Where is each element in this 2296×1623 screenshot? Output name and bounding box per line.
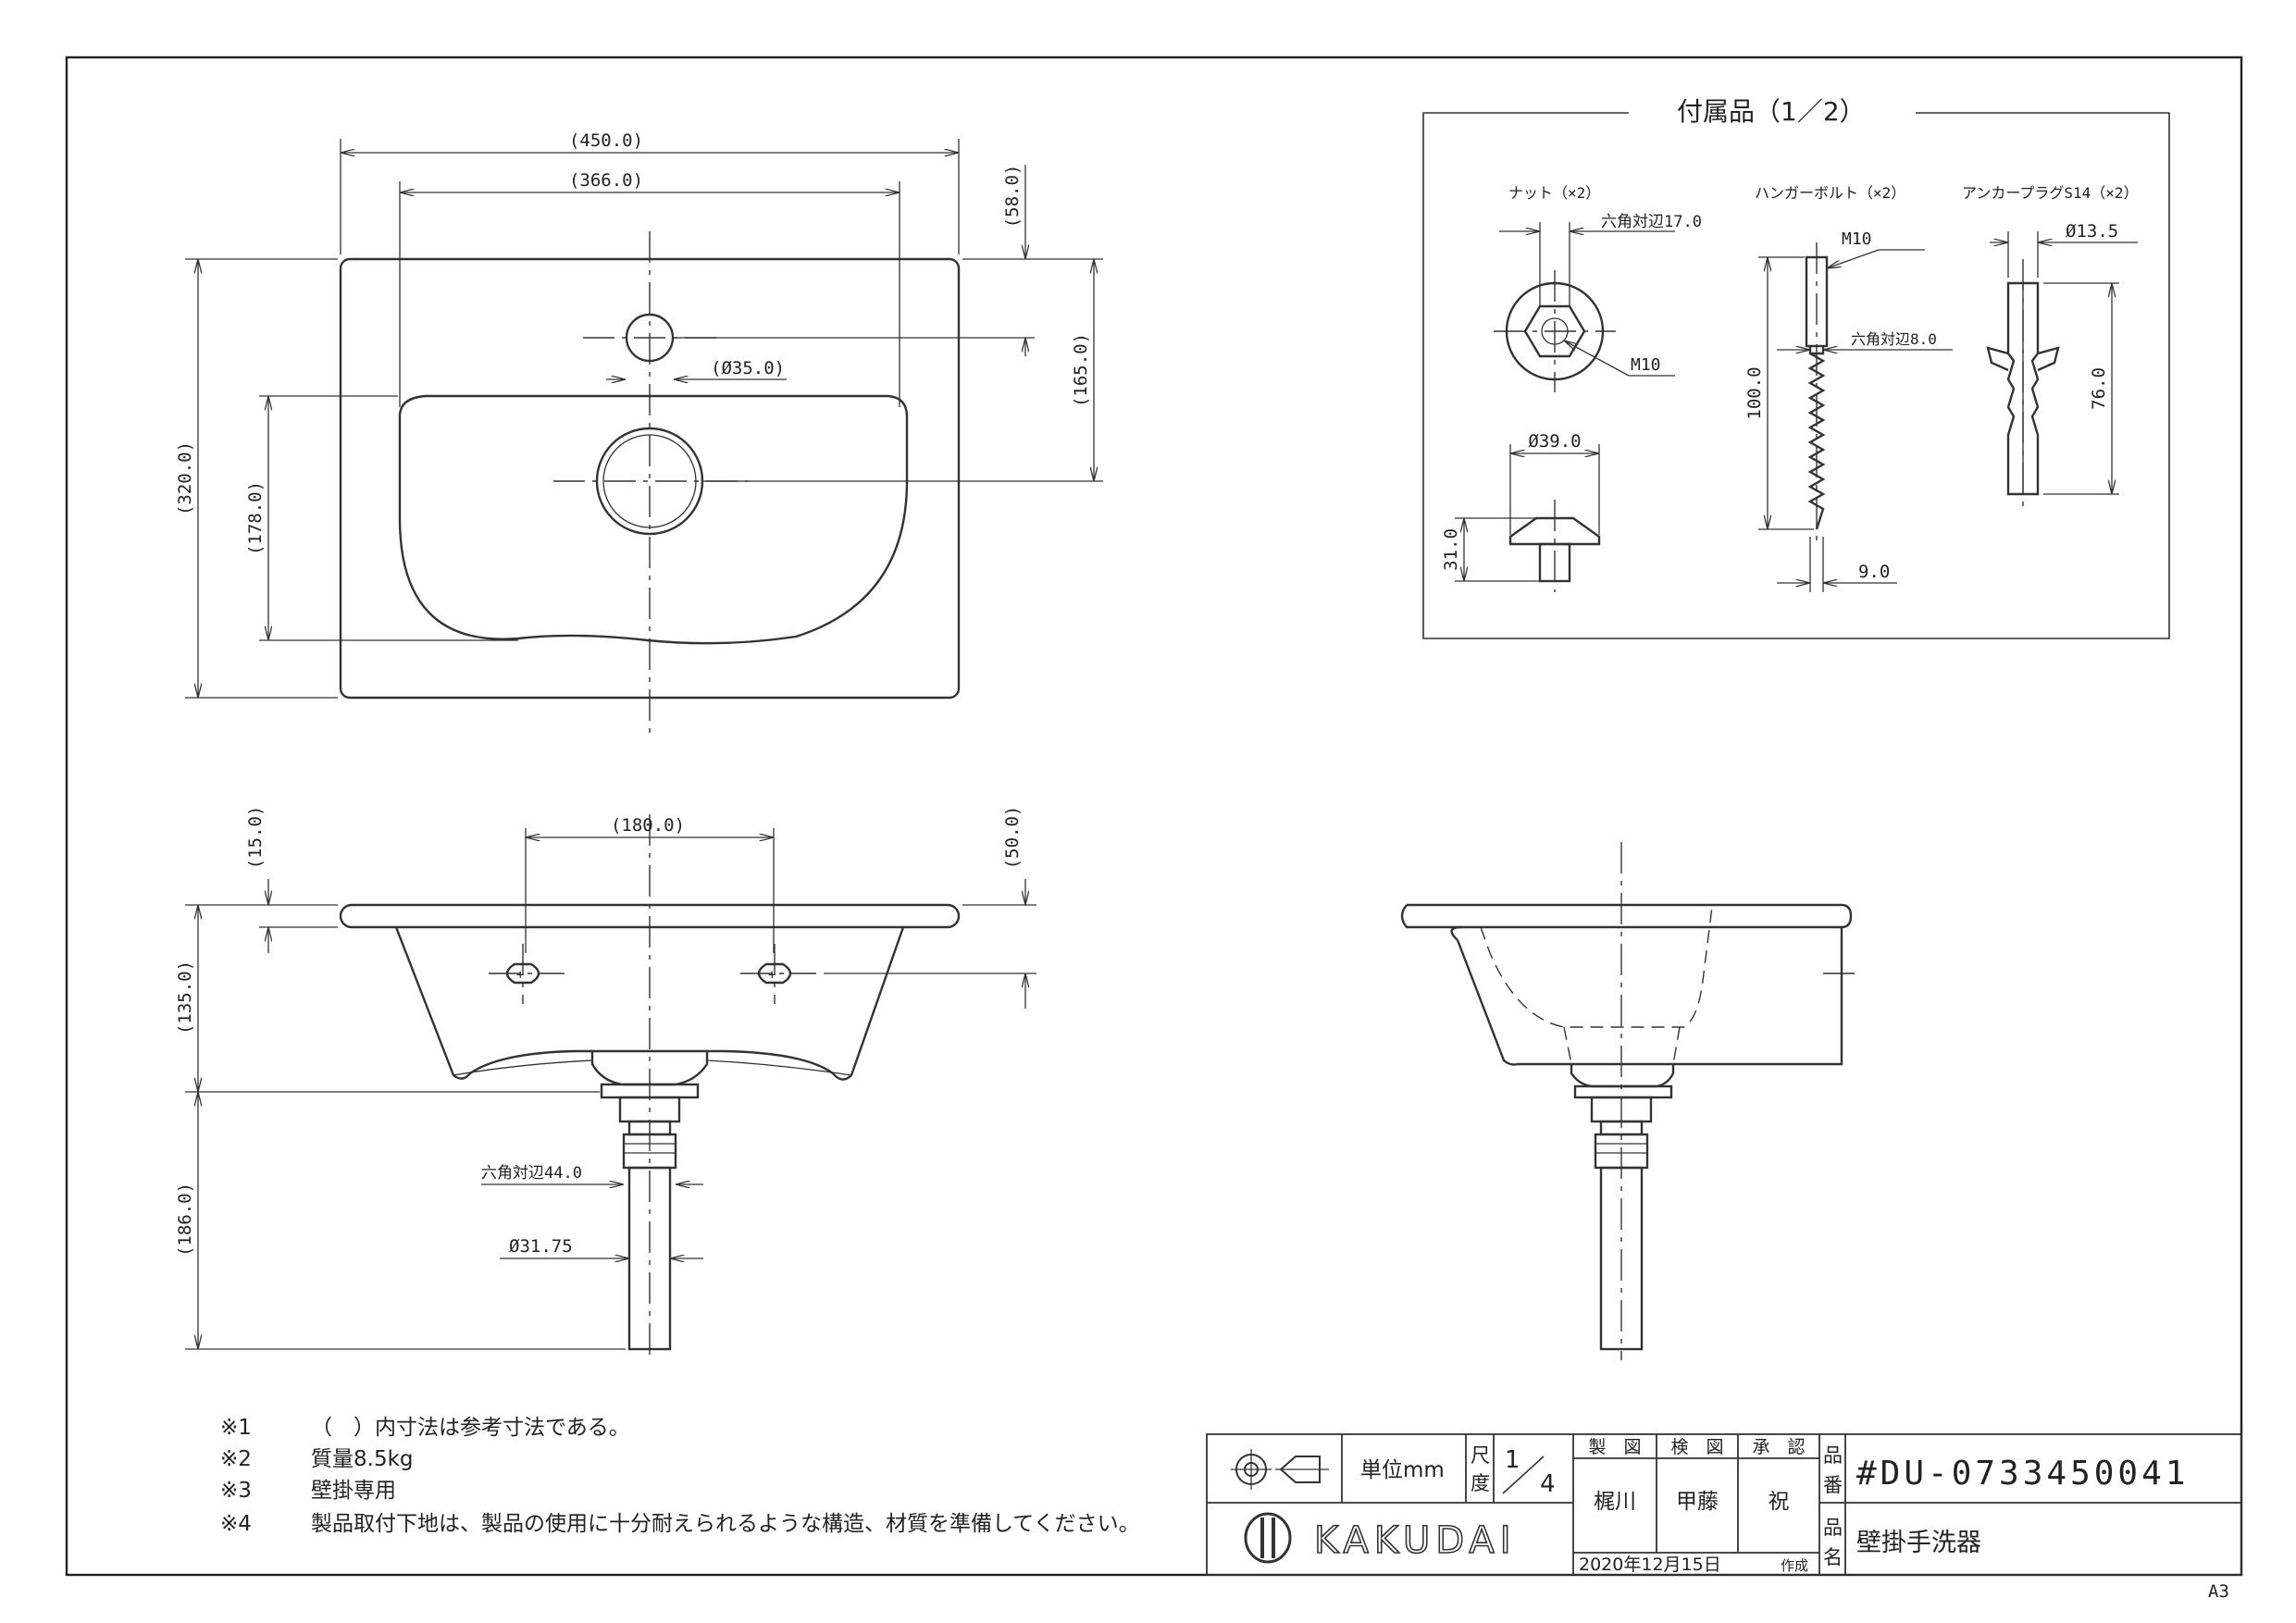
dim-bowl-depth: (178.0)	[245, 481, 266, 555]
title-block: 単位mm 尺 度 1 4 製 図 検 図 承 認 梶川 甲藤 祝 2020年12…	[1206, 1433, 2242, 1576]
bolt-dia: 9.0	[1858, 562, 1890, 582]
dim-bracket-spacing: (180.0)	[611, 815, 685, 836]
notes: ※1 （ ）内寸法は参考寸法である。 ※2 質量8.5kg ※3 壁掛専用 ※4…	[220, 1416, 1140, 1536]
note-text: 質量8.5kg	[311, 1447, 414, 1471]
sheet-size: A3	[2208, 1581, 2229, 1602]
name-label: 品	[1823, 1517, 1843, 1539]
drawn-by: 梶川	[1594, 1490, 1636, 1514]
dim-faucet-hole: (Ø35.0)	[711, 358, 785, 378]
dim-bowl-width: (366.0)	[569, 170, 643, 191]
drawn-label: 製 図	[1588, 1437, 1641, 1457]
svg-text:+: +	[516, 968, 524, 983]
scale-den: 4	[1540, 1470, 1556, 1498]
approved-label: 承 認	[1752, 1437, 1805, 1457]
name-label: 名	[1823, 1546, 1843, 1568]
unit-label: 単位mm	[1360, 1458, 1445, 1482]
note-text: 製品取付下地は、製品の使用に十分耐えられるような構造、材質を準備してください。	[311, 1512, 1140, 1536]
plan-view: (450.0) (366.0) (58.0) (165.0) (320.0) (…	[175, 130, 1103, 740]
dim-rim-thickness: (15.0)	[245, 806, 266, 870]
note-text: 壁掛専用	[311, 1479, 396, 1503]
nut-hex: 六角対辺17.0	[1601, 213, 1702, 231]
dim-bowl-height: (135.0)	[175, 960, 195, 1035]
date-suffix: 作成	[1781, 1557, 1808, 1574]
note-mark: ※2	[220, 1447, 252, 1471]
scale-label: 度	[1471, 1472, 1490, 1494]
projection-symbol	[1231, 1449, 1329, 1490]
scale-num: 1	[1505, 1446, 1520, 1474]
part-number: #DU-0733450041	[1856, 1455, 2189, 1493]
brand-name: KAKUDAI	[1314, 1519, 1517, 1562]
nut-height: 31.0	[1441, 528, 1461, 571]
accessories-panel: 付属品（1／2） ナット（×2） 六角対辺17.0 M10 Ø39.0	[1422, 96, 2170, 639]
dim-trap-length: (186.0)	[175, 1183, 195, 1257]
nut-thread: M10	[1631, 355, 1661, 375]
nut-label: ナット（×2）	[1508, 184, 1600, 202]
side-view	[1400, 842, 1860, 1360]
svg-text:+: +	[768, 968, 776, 983]
kakudai-logo: KAKUDAI	[1244, 1512, 1517, 1564]
part-no-label: 番	[1823, 1474, 1843, 1496]
note-mark: ※4	[220, 1512, 252, 1536]
bolt-length: 100.0	[1744, 366, 1765, 419]
dim-total-depth: (320.0)	[175, 441, 195, 515]
scale-label: 尺	[1471, 1444, 1490, 1467]
drawing-date: 2020年12月15日	[1579, 1555, 1721, 1575]
note-text: （ ）内寸法は参考寸法である。	[311, 1416, 630, 1440]
plug-length: 76.0	[2089, 367, 2109, 410]
approved-by: 祝	[1769, 1490, 1790, 1514]
dim-pipe-dia: Ø31.75	[509, 1236, 573, 1257]
note-mark: ※3	[220, 1479, 252, 1503]
bolt-thread: M10	[1842, 229, 1872, 249]
checked-label: 検 図	[1670, 1437, 1723, 1457]
dim-top-width: (450.0)	[569, 130, 643, 151]
dim-faucet-offset: (58.0)	[1002, 165, 1023, 229]
plug-label: アンカープラグS14（×2）	[1962, 184, 2139, 202]
dim-drain-offset: (165.0)	[1071, 333, 1091, 407]
dim-bracket-height: (50.0)	[1002, 806, 1023, 870]
checked-by: 甲藤	[1676, 1490, 1719, 1514]
note-mark: ※1	[220, 1416, 252, 1440]
product-name: 壁掛手洗器	[1856, 1529, 1981, 1557]
sheet-border	[65, 56, 2243, 1577]
accessories-title: 付属品（1／2）	[1677, 96, 1866, 127]
bolt-label: ハンガーボルト（×2）	[1755, 184, 1905, 202]
bolt-hex: 六角対辺8.0	[1851, 330, 1937, 348]
plug-dia: Ø13.5	[2066, 221, 2118, 242]
part-no-label: 品	[1823, 1444, 1843, 1467]
front-view: + + (180.0) (15.0) (50	[175, 806, 1036, 1360]
dim-hex-nut: 六角対辺44.0	[481, 1164, 582, 1183]
nut-dia: Ø39.0	[1528, 431, 1581, 452]
